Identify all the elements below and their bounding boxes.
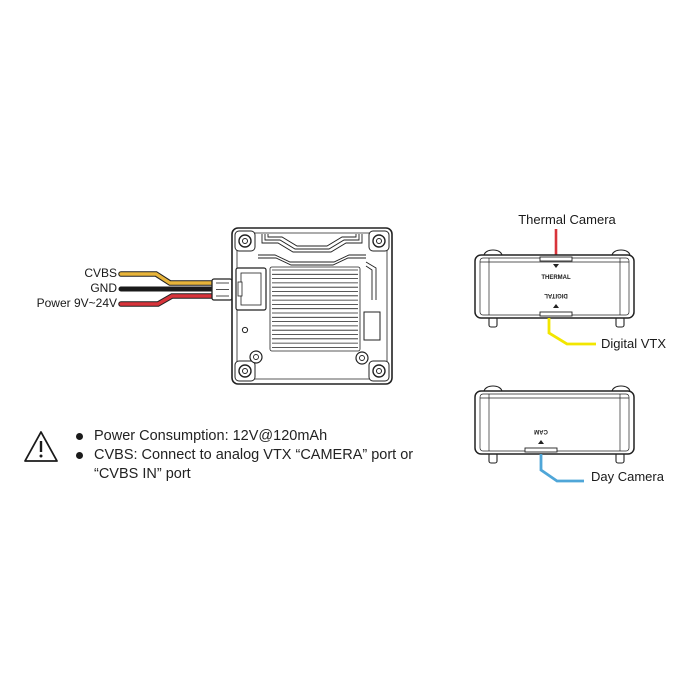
wire-bundle (118, 271, 217, 307)
day-camera-lead (539, 454, 584, 483)
board-screws (234, 230, 390, 382)
day-camera-label: Day Camera (591, 469, 665, 484)
heatsink-fins (269, 266, 361, 352)
board-top-view (118, 227, 393, 385)
digital-vtx-label: Digital VTX (601, 336, 666, 351)
cvbs-wire-color (119, 272, 216, 285)
gnd-label: GND (90, 281, 117, 295)
module-body (474, 390, 635, 455)
power-label: Power 9V~24V (37, 296, 117, 310)
notes-list: Power Consumption: 12V@120mAh CVBS: Conn… (75, 427, 435, 484)
module-side-view-thermal: Thermal Camera THERMAL DIGITAL Digital V… (474, 212, 666, 351)
digital-port-label: DIGITAL (544, 292, 568, 298)
cam-port-label: CAM (534, 428, 548, 434)
thermal-port-label: THERMAL (541, 275, 571, 281)
note-item: CVBS: Connect to analog VTX “CAMERA” por… (75, 446, 435, 484)
board-port (235, 267, 267, 311)
power-wire-color (119, 294, 216, 306)
cvbs-label: CVBS (84, 266, 117, 280)
note-item: Power Consumption: 12V@120mAh (75, 427, 435, 446)
thermal-camera-label: Thermal Camera (518, 212, 616, 227)
board-top-contours (258, 234, 377, 300)
warning-triangle-icon (24, 431, 58, 462)
digital-vtx-lead (547, 318, 596, 346)
module-side-view-day: CAM Day Camera (474, 385, 665, 484)
module-body (474, 254, 635, 319)
